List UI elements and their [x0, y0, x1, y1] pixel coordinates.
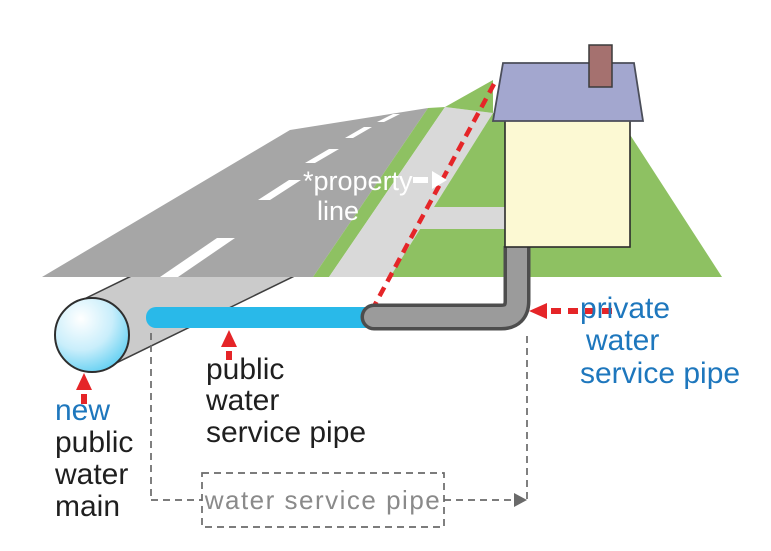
private-pipe-label: private water service pipe [580, 292, 740, 390]
road-dash [377, 114, 400, 122]
bracket-arrow-icon [514, 493, 527, 507]
public-water-service-pipe [146, 307, 378, 328]
water-service-pipe-label: water service pipe [204, 485, 442, 515]
private-pipe-arrow-icon [529, 303, 612, 319]
grass-verge [313, 107, 445, 277]
private-pipe-label-line: water [585, 324, 659, 357]
private-pipe-label-line: private [580, 292, 670, 325]
water-service-pipe-box [201, 472, 445, 528]
road-dash [258, 180, 301, 200]
private-water-service-pipe [360, 245, 531, 331]
road-dash [345, 127, 372, 138]
arrow-head [221, 330, 237, 347]
public-pipe-label-line: service pipe [206, 416, 366, 449]
road-center-line [160, 114, 400, 277]
public-pipe-label-line: water [205, 384, 279, 417]
public-pipe-label-line: public [206, 353, 284, 386]
walkway [417, 207, 505, 229]
arrow-head [529, 303, 547, 319]
road-dash [305, 149, 339, 163]
public-pipe-label: public water service pipe [205, 353, 366, 449]
private-pipe-label-line: service pipe [580, 357, 740, 390]
water-main-cross-section [54, 297, 130, 373]
arrow-head [432, 171, 447, 189]
water-main-label-line: water [54, 458, 128, 491]
arrow-head [76, 373, 92, 390]
house-roof [491, 62, 645, 122]
water-main-label-line: main [55, 490, 120, 523]
water-main-arrow-icon [76, 373, 92, 406]
public-pipe-arrow-icon [221, 330, 237, 362]
water-service-pipe-bracket [150, 333, 528, 528]
water-main-label: new public water main [54, 394, 133, 523]
road-dash [160, 238, 235, 277]
property-line-arrow-icon [413, 171, 447, 189]
sidewalk [329, 107, 493, 277]
private-pipe-core [364, 258, 527, 327]
property-line-label: line [317, 196, 359, 226]
house-wall [504, 119, 631, 248]
water-main-label-line: public [55, 426, 133, 459]
water-main-label-new: new [55, 394, 110, 427]
property-line [370, 82, 496, 312]
property-line-label: *property [303, 166, 413, 196]
chimney [588, 44, 613, 88]
